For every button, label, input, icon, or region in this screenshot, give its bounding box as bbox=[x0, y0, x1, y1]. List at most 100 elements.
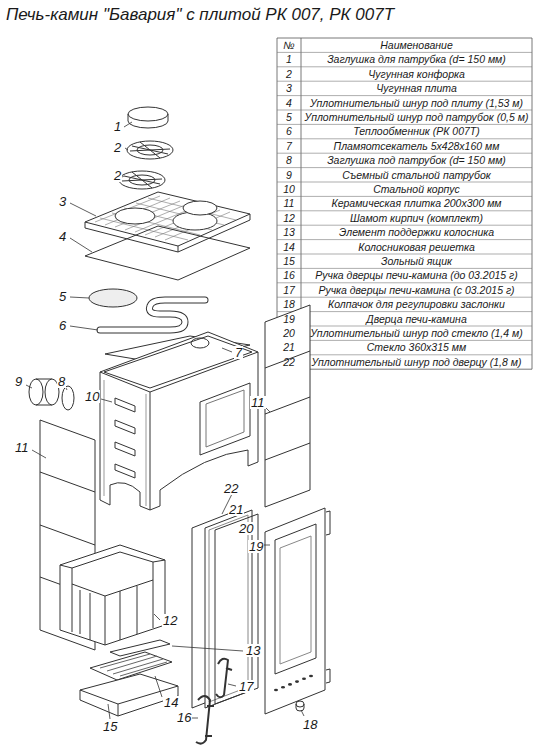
table-cell: 6 bbox=[286, 126, 292, 137]
table-cell: 10 bbox=[283, 184, 295, 195]
table-cell: Ручка дверцы печи-камина (с 03.2015 г) bbox=[318, 285, 514, 296]
heat-exchanger bbox=[100, 300, 205, 330]
table-border bbox=[277, 38, 532, 369]
table-rule bbox=[277, 254, 532, 255]
table-cell: 11 bbox=[284, 198, 295, 209]
table-cell: 5 bbox=[286, 112, 292, 123]
table-cell: Шамот кирпич (комплект) bbox=[350, 213, 483, 224]
callout-number: 9 bbox=[14, 375, 23, 388]
cast-iron-burner bbox=[119, 141, 173, 189]
table-cell: Чугунная плита bbox=[376, 83, 457, 94]
callout-number: 1 bbox=[113, 120, 122, 133]
callout-number: 20 bbox=[238, 522, 254, 535]
table-rule bbox=[277, 110, 532, 111]
table-rule bbox=[277, 196, 532, 197]
table-cell: 9 bbox=[286, 170, 292, 181]
callout-number: 22 bbox=[223, 482, 239, 495]
table-cell: Зольный ящик bbox=[381, 256, 452, 267]
table-cell: 21 bbox=[283, 342, 295, 353]
vent-hole bbox=[295, 680, 299, 683]
fire-grate bbox=[90, 652, 172, 680]
table-cell: Дверца печи-камина bbox=[366, 314, 466, 325]
damper-knob bbox=[296, 701, 304, 711]
callout-number: 17 bbox=[238, 680, 254, 693]
table-rule bbox=[277, 52, 532, 53]
table-cell: № bbox=[283, 40, 294, 51]
table-rule bbox=[277, 354, 532, 355]
ash-box bbox=[80, 674, 178, 716]
callout-number: 15 bbox=[102, 720, 118, 733]
table-rule bbox=[277, 124, 532, 125]
pipe-seal-cord bbox=[89, 289, 137, 307]
table-rule bbox=[277, 326, 532, 327]
firebrick-set bbox=[60, 545, 165, 645]
table-cell: 12 bbox=[283, 213, 295, 224]
table-rule bbox=[277, 268, 532, 269]
diagram-title: Печь-камин "Бавария" с плитой РК 007, РК… bbox=[6, 6, 394, 23]
table-cell: Уплотнительный шнур под дверцу (1,8 м) bbox=[311, 357, 521, 368]
table-cell: 18 bbox=[283, 299, 295, 310]
callout-number: 12 bbox=[162, 614, 178, 627]
table-rule bbox=[277, 138, 532, 139]
callout-number: 14 bbox=[163, 696, 179, 709]
table-rule bbox=[277, 225, 532, 226]
door-handle-old bbox=[196, 696, 214, 744]
table-rule bbox=[277, 239, 532, 240]
steel-body bbox=[100, 332, 258, 510]
table-rule bbox=[277, 66, 532, 67]
table-cell: 17 bbox=[283, 285, 295, 296]
table-cell: Колпачок для регулировки заслонки bbox=[328, 299, 505, 310]
callout-number: 16 bbox=[176, 711, 192, 724]
table-cell: Наименование bbox=[380, 40, 452, 51]
glass-pane bbox=[205, 510, 252, 708]
table-cell: Теплообменник (РК 007Т) bbox=[353, 126, 480, 137]
callout-number: 18 bbox=[302, 718, 318, 731]
table-rule bbox=[277, 340, 532, 341]
vent-hole bbox=[302, 678, 306, 681]
callout-number: 3 bbox=[58, 195, 67, 208]
table-cell: Съемный стальной патрубок bbox=[342, 170, 491, 181]
table-cell: Заглушка для патрубка (d= 150 мм) bbox=[327, 54, 506, 65]
callout-number: 21 bbox=[228, 503, 244, 516]
table-cell: 2 bbox=[286, 69, 292, 80]
table-rule bbox=[277, 297, 532, 298]
table-cell: Ручка дверцы печи-камина (до 03.2015 г) bbox=[315, 270, 518, 281]
plate-seal-cord bbox=[85, 226, 250, 280]
vent-hole bbox=[309, 675, 313, 678]
door-vent-holes bbox=[274, 675, 313, 692]
table-cell: 8 bbox=[286, 155, 292, 166]
table-rule bbox=[277, 311, 532, 312]
callout-number: 2 bbox=[113, 141, 122, 154]
table-cell: 20 bbox=[283, 328, 295, 339]
callout-number: 4 bbox=[58, 230, 67, 243]
callout-number: 13 bbox=[245, 644, 261, 657]
table-cell: Заглушка под патрубок (d= 150 мм) bbox=[327, 155, 506, 166]
table-cell: 15 bbox=[283, 256, 295, 267]
table-rule bbox=[277, 153, 532, 154]
callout-number: 8 bbox=[57, 375, 66, 388]
table-cell: 3 bbox=[286, 83, 292, 94]
callout-number: 5 bbox=[58, 290, 67, 303]
table-cell: Уплотнительный шнур под стекло (1,4 м) bbox=[310, 328, 522, 339]
table-cell: Керамическая плитка 200х300 мм bbox=[331, 198, 501, 209]
table-rule bbox=[277, 182, 532, 183]
table-cell: Чугунная конфорка bbox=[368, 69, 465, 80]
table-cell: Уплотнительный шнур под патрубок (0,5 м) bbox=[305, 112, 529, 123]
table-cell: 7 bbox=[286, 141, 292, 152]
cast-iron-plate bbox=[85, 192, 250, 252]
table-rule bbox=[277, 282, 532, 283]
callout-number: 7 bbox=[234, 346, 243, 359]
steel-pipe bbox=[29, 379, 59, 405]
vent-hole bbox=[288, 683, 292, 686]
table-rule bbox=[277, 95, 532, 96]
stove-door bbox=[265, 508, 330, 714]
table-cell: Элемент поддержки колосника bbox=[339, 227, 494, 238]
vent-hole bbox=[281, 686, 285, 689]
table-rule bbox=[277, 210, 532, 211]
callout-number: 10 bbox=[84, 390, 100, 403]
callout-number: 11 bbox=[14, 441, 30, 454]
table-cell: 22 bbox=[283, 357, 295, 368]
callout-number: 6 bbox=[58, 319, 67, 332]
callout-number: 2 bbox=[113, 169, 122, 182]
table-cell: 19 bbox=[283, 314, 295, 325]
